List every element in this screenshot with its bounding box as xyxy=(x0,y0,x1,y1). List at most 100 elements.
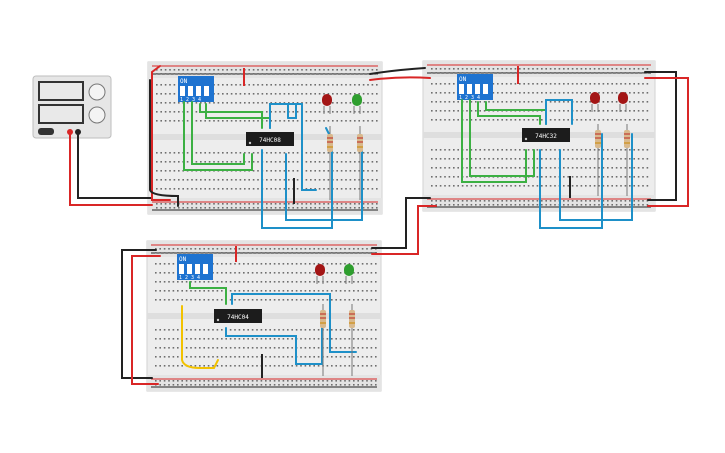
breadboard-hole[interactable] xyxy=(305,93,308,95)
breadboard-hole[interactable] xyxy=(571,185,574,187)
breadboard-hole[interactable] xyxy=(318,152,321,154)
breadboard-hole[interactable] xyxy=(453,83,455,85)
breadboard-hole[interactable] xyxy=(646,176,649,178)
breadboard-hole[interactable] xyxy=(270,203,272,205)
breadboard-hole[interactable] xyxy=(304,338,307,340)
breadboard-hole[interactable] xyxy=(541,101,543,103)
breadboard-hole[interactable] xyxy=(156,170,158,172)
breadboard-hole[interactable] xyxy=(178,111,180,113)
breadboard-hole[interactable] xyxy=(453,167,455,169)
breadboard-hole[interactable] xyxy=(327,120,330,122)
breadboard-hole[interactable] xyxy=(234,263,236,265)
breadboard-hole[interactable] xyxy=(234,299,236,301)
breadboard-hole[interactable] xyxy=(274,188,277,190)
breadboard-hole[interactable] xyxy=(322,252,324,254)
breadboard-hole[interactable] xyxy=(190,356,192,358)
breadboard-hole[interactable] xyxy=(444,200,446,202)
breadboard-hole[interactable] xyxy=(505,185,508,187)
breadboard-hole[interactable] xyxy=(160,84,162,86)
breadboard-hole[interactable] xyxy=(190,252,192,254)
breadboard-hole[interactable] xyxy=(235,188,237,190)
current-knob[interactable] xyxy=(88,106,106,124)
breadboard-hole[interactable] xyxy=(300,380,302,382)
breadboard-hole[interactable] xyxy=(274,93,277,95)
breadboard-hole[interactable] xyxy=(225,252,227,254)
breadboard-hole[interactable] xyxy=(296,69,299,71)
breadboard-hole[interactable] xyxy=(177,347,179,349)
breadboard-hole[interactable] xyxy=(190,299,192,301)
breadboard-hole[interactable] xyxy=(536,68,539,70)
breadboard-hole[interactable] xyxy=(349,84,352,86)
breadboard-hole[interactable] xyxy=(155,338,157,340)
wire-b3-blue-1[interactable] xyxy=(231,293,357,353)
breadboard-hole[interactable] xyxy=(301,84,303,86)
breadboard-hole[interactable] xyxy=(615,158,618,160)
breadboard-hole[interactable] xyxy=(448,167,451,169)
breadboard-hole[interactable] xyxy=(549,83,552,85)
breadboard-hole[interactable] xyxy=(226,102,228,104)
breadboard-hole[interactable] xyxy=(251,384,254,386)
breadboard-hole[interactable] xyxy=(637,158,640,160)
breadboard-hole[interactable] xyxy=(589,176,591,178)
breadboard-hole[interactable] xyxy=(336,152,338,154)
breadboard-hole[interactable] xyxy=(252,69,255,71)
breadboard-hole[interactable] xyxy=(229,338,232,340)
breadboard-hole[interactable] xyxy=(207,384,210,386)
breadboard-hole[interactable] xyxy=(239,179,242,181)
breadboard-hole[interactable] xyxy=(567,68,569,70)
breadboard-hole[interactable] xyxy=(470,72,473,74)
breadboard-hole[interactable] xyxy=(213,188,215,190)
breadboard-hole[interactable] xyxy=(251,338,254,340)
breadboard-hole[interactable] xyxy=(629,158,631,160)
breadboard-hole[interactable] xyxy=(191,179,193,181)
breadboard-hole[interactable] xyxy=(353,299,355,301)
breadboard-hole[interactable] xyxy=(274,161,277,163)
breadboard-hole[interactable] xyxy=(265,365,267,367)
breadboard-hole[interactable] xyxy=(178,179,180,181)
breadboard-hole[interactable] xyxy=(492,68,495,70)
breadboard-hole[interactable] xyxy=(375,347,377,349)
breadboard-hole[interactable] xyxy=(256,272,258,274)
breadboard-hole[interactable] xyxy=(448,68,451,70)
breadboard-hole[interactable] xyxy=(633,110,635,112)
breadboard-hole[interactable] xyxy=(160,102,162,104)
breadboard-hole[interactable] xyxy=(212,338,214,340)
breadboard-hole[interactable] xyxy=(327,111,330,113)
breadboard-hole[interactable] xyxy=(304,384,307,386)
breadboard-hole[interactable] xyxy=(248,203,250,205)
breadboard-hole[interactable] xyxy=(598,83,600,85)
breadboard-hole[interactable] xyxy=(155,263,157,265)
breadboard-hole[interactable] xyxy=(620,149,622,151)
wire-b1-green-3[interactable] xyxy=(199,103,263,129)
breadboard-hole[interactable] xyxy=(519,68,521,70)
breadboard-hole[interactable] xyxy=(349,69,352,71)
breadboard-hole[interactable] xyxy=(501,167,503,169)
breadboard-hole[interactable] xyxy=(216,263,219,265)
breadboard-hole[interactable] xyxy=(301,207,303,209)
breadboard-hole[interactable] xyxy=(332,84,334,86)
breadboard-hole[interactable] xyxy=(247,347,249,349)
breadboard-hole[interactable] xyxy=(602,158,605,160)
breadboard-hole[interactable] xyxy=(358,120,360,122)
breadboard-hole[interactable] xyxy=(204,120,206,122)
breadboard-hole[interactable] xyxy=(310,69,312,71)
breadboard-hole[interactable] xyxy=(607,158,609,160)
breadboard-hole[interactable] xyxy=(229,252,232,254)
breadboard-hole[interactable] xyxy=(336,84,338,86)
breadboard-hole[interactable] xyxy=(367,207,369,209)
breadboard-hole[interactable] xyxy=(191,207,193,209)
breadboard-hole[interactable] xyxy=(448,92,451,94)
breadboard-hole[interactable] xyxy=(611,204,613,206)
breadboard-hole[interactable] xyxy=(488,204,490,206)
breadboard-hole[interactable] xyxy=(318,84,321,86)
breadboard-hole[interactable] xyxy=(177,384,179,386)
breadboard-hole[interactable] xyxy=(296,102,299,104)
breadboard-hole[interactable] xyxy=(278,329,280,331)
breadboard-hole[interactable] xyxy=(216,365,219,367)
breadboard-hole[interactable] xyxy=(247,252,249,254)
breadboard-hole[interactable] xyxy=(279,161,281,163)
breadboard-hole[interactable] xyxy=(318,111,321,113)
breadboard-hole[interactable] xyxy=(186,69,189,71)
breadboard-hole[interactable] xyxy=(615,68,618,70)
breadboard-hole[interactable] xyxy=(257,170,259,172)
